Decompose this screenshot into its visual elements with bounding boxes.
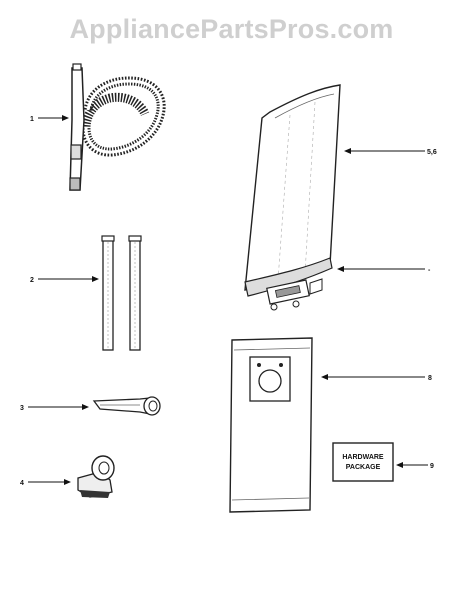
callout-2: 2	[30, 276, 99, 284]
part-1-hose	[69, 63, 166, 191]
callout-7: -	[337, 266, 431, 274]
callout-label-5-6: 5,6	[427, 149, 437, 156]
callout-label-7: -	[428, 267, 431, 274]
part-5-6-outer-bag	[244, 84, 341, 311]
part-8-filter-bag	[229, 337, 313, 513]
part-4-dusting-brush	[77, 455, 115, 498]
callout-8: 8	[321, 374, 432, 382]
callout-5-6: 5,6	[344, 148, 437, 156]
callout-label-4: 4	[20, 480, 24, 487]
callout-4: 4	[20, 479, 71, 487]
callout-9: 9	[396, 462, 434, 470]
hardware-package-line2: PACKAGE	[346, 464, 381, 471]
part-2-extension-tubes	[101, 235, 142, 351]
hardware-package-line1: HARDWARE	[342, 454, 384, 461]
callout-label-8: 8	[428, 375, 432, 382]
callout-label-1: 1	[30, 116, 34, 123]
callout-1: 1	[30, 115, 69, 123]
callout-label-3: 3	[20, 405, 24, 412]
part-3-crevice-tool	[92, 396, 161, 416]
callout-label-2: 2	[30, 277, 34, 284]
callout-3: 3	[20, 404, 89, 412]
watermark-text: AppliancePartsPros.com	[69, 14, 394, 44]
part-9-hardware-package: HARDWARE PACKAGE	[332, 442, 394, 482]
callout-label-9: 9	[430, 463, 434, 470]
